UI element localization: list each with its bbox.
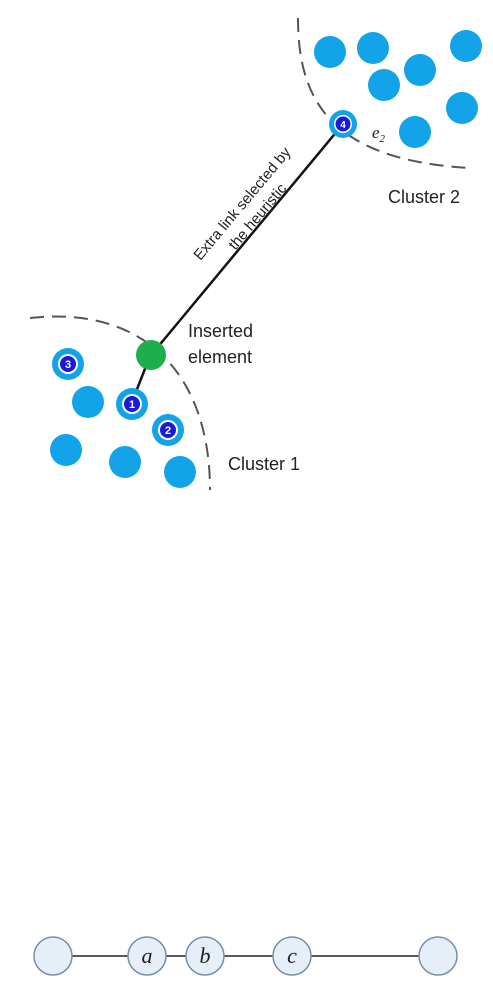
chain-diagram: a b c: [34, 937, 457, 975]
inserted-element-node: [136, 340, 166, 370]
badge-node-2: 2: [152, 414, 184, 446]
e2-label: e2: [372, 123, 386, 145]
node: [109, 446, 141, 478]
inserted-label-line1: Inserted: [188, 321, 253, 341]
extra-link-label: Extra link selected by the heuristic: [190, 144, 310, 277]
chain-node-left: [34, 937, 72, 975]
chain-label-b: b: [200, 943, 211, 968]
node: [446, 92, 478, 124]
node: [314, 36, 346, 68]
node: [164, 456, 196, 488]
node: [50, 434, 82, 466]
badge-number: 1: [129, 399, 135, 411]
node: [72, 386, 104, 418]
node: [404, 54, 436, 86]
node: [357, 32, 389, 64]
chain-node-right: [419, 937, 457, 975]
node: [450, 30, 482, 62]
chain-label-c: c: [287, 943, 297, 968]
inserted-label-line2: element: [188, 347, 252, 367]
cluster1-label: Cluster 1: [228, 454, 300, 474]
badge-node-4: 4: [329, 110, 357, 138]
cluster2-label: Cluster 2: [388, 187, 460, 207]
chain-label-a: a: [142, 943, 153, 968]
node: [368, 69, 400, 101]
node: [399, 116, 431, 148]
badge-node-1: 1: [116, 388, 148, 420]
badge-node-3: 3: [52, 348, 84, 380]
badge-number: 4: [340, 120, 346, 131]
badge-number: 3: [65, 359, 71, 371]
badge-number: 2: [165, 425, 171, 437]
